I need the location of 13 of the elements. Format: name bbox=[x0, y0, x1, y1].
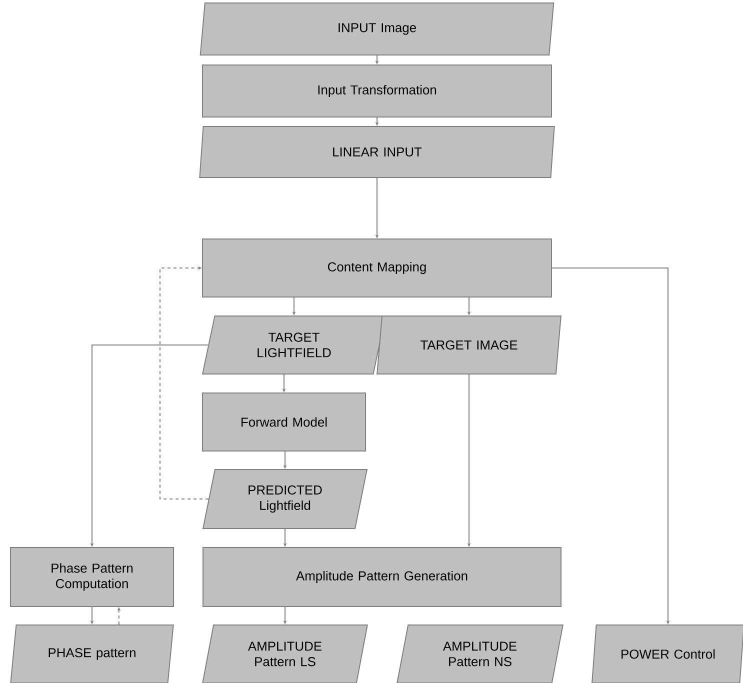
data-parallelogram: TARGET IMAGE bbox=[376, 316, 562, 374]
process-box: Content Mapping bbox=[202, 238, 552, 298]
process-box: Input Transformation bbox=[202, 64, 552, 118]
data-parallelogram: LINEAR INPUT bbox=[199, 126, 555, 178]
process-box: Phase Pattern Computation bbox=[10, 547, 174, 607]
data-parallelogram: AMPLITUDE Pattern NS bbox=[396, 624, 564, 683]
arrow bbox=[160, 266, 209, 500]
data-parallelogram: INPUT Image bbox=[200, 2, 554, 56]
process-box: Amplitude Pattern Generation bbox=[202, 547, 562, 607]
data-parallelogram: PHASE pattern bbox=[10, 624, 174, 683]
process-box: Forward Model bbox=[202, 392, 366, 452]
data-parallelogram: AMPLITUDE Pattern LS bbox=[202, 624, 368, 683]
data-parallelogram: POWER Control bbox=[592, 624, 743, 683]
